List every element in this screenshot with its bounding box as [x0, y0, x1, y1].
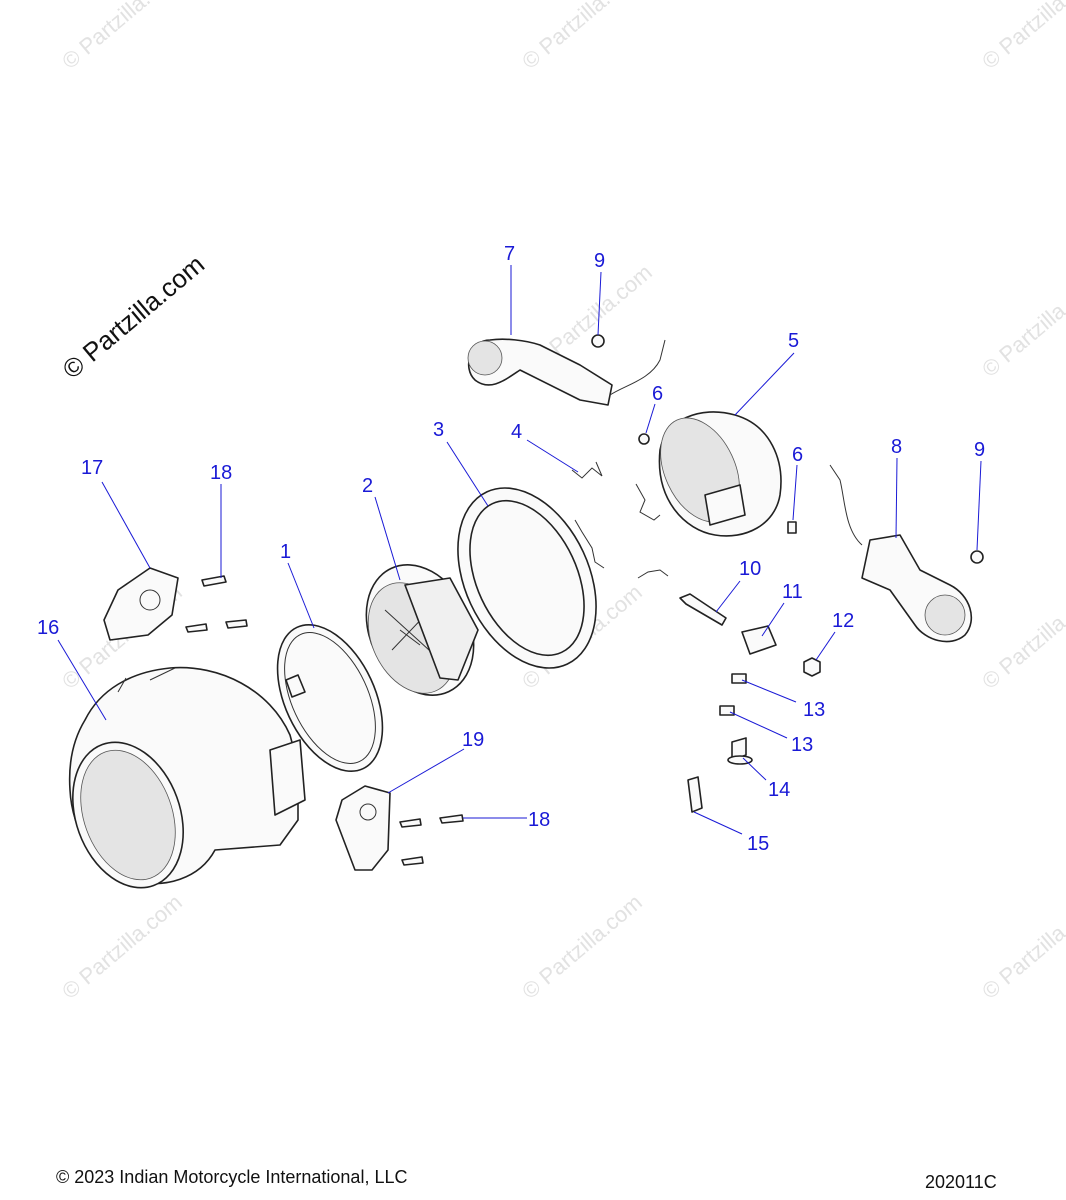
callout-1: 1	[280, 541, 291, 563]
part-18-bolts	[185, 575, 464, 866]
callout-18: 18	[210, 462, 232, 484]
watermark-tile: © Partzilla.com	[977, 579, 1066, 693]
leader-lines	[57, 265, 982, 835]
callout-12: 12	[832, 610, 854, 632]
watermark-tile: © Partzilla.com	[57, 889, 187, 1003]
callout-14: 14	[768, 779, 790, 801]
callouts: 7 9 5 6 4 3 2 1 6 8 9 10 11 12 13 13 14 …	[37, 243, 985, 855]
part-2-headlamp	[365, 564, 479, 696]
part-12-nut	[803, 657, 821, 677]
callout-19: 19	[462, 729, 484, 751]
callout-10: 10	[739, 558, 761, 580]
part-14-bushing	[727, 737, 753, 765]
part-5-bucket	[658, 411, 782, 537]
callout-16: 16	[37, 617, 59, 639]
callout-11: 11	[782, 581, 803, 603]
part-13-clips	[719, 673, 747, 716]
copyright-notice: © 2023 Indian Motorcycle International, …	[56, 1167, 408, 1187]
watermark-main: © Partzilla.com	[57, 249, 210, 385]
watermark-tile: © Partzilla.com	[517, 0, 647, 74]
callout-18: 18	[528, 809, 550, 831]
callout-17: 17	[81, 457, 103, 479]
callout-3: 3	[433, 419, 444, 441]
part-4-spring-clip	[571, 461, 669, 579]
watermark-tile: © Partzilla.com	[517, 889, 647, 1003]
part-10-bolt	[679, 593, 727, 626]
part-9-nuts	[591, 334, 984, 564]
callout-8: 8	[891, 436, 902, 458]
callout-2: 2	[362, 475, 373, 497]
part-3-gasket	[457, 487, 597, 669]
part-15-screw	[687, 776, 703, 813]
part-16-nacelle	[68, 666, 306, 889]
part-19-bracket-lower	[335, 785, 391, 871]
callout-6: 6	[792, 444, 803, 466]
watermark-tile: © Partzilla.com	[977, 889, 1066, 1003]
part-6-screws	[638, 433, 797, 534]
part-8-turn-signal-right	[829, 464, 973, 643]
part-11-bracket	[741, 625, 777, 655]
callout-13: 13	[803, 699, 825, 721]
callout-13: 13	[791, 734, 813, 756]
watermark-tile: © Partzilla.com	[977, 0, 1066, 74]
callout-5: 5	[788, 330, 799, 352]
callout-15: 15	[747, 833, 769, 855]
watermark-tile: © Partzilla.com	[57, 0, 187, 74]
part-7-turn-signal-left	[467, 338, 666, 406]
callout-7: 7	[504, 243, 515, 265]
diagram-id: 202011C	[925, 1172, 997, 1192]
part-1-trim-ring	[276, 623, 384, 773]
callout-9: 9	[594, 250, 605, 272]
callout-6: 6	[652, 383, 663, 405]
watermark-tile: © Partzilla.com	[977, 267, 1066, 381]
part-17-bracket-upper	[103, 567, 179, 641]
callout-9: 9	[974, 439, 985, 461]
callout-4: 4	[511, 421, 522, 443]
